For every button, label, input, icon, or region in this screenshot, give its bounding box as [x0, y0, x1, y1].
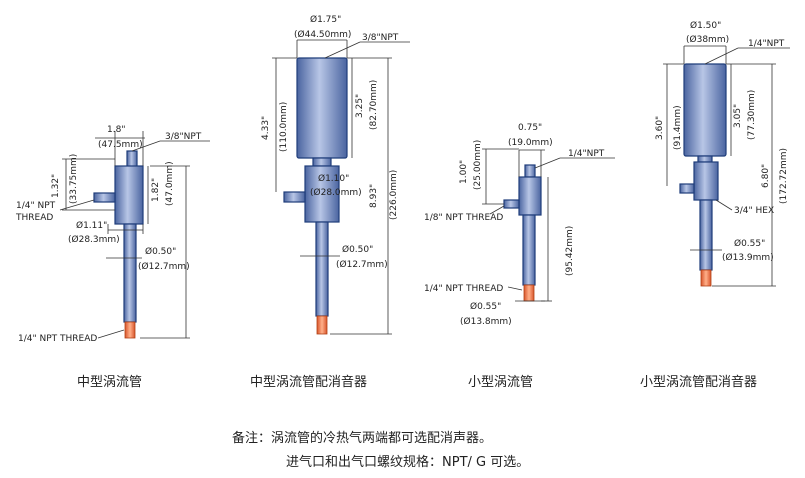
fig2-tube-dia-mm: (Ø12.7mm) [336, 259, 388, 270]
fig2-body-dia-mm: (Ø28.0mm) [310, 187, 362, 198]
fig2-h-total: 4.33" [261, 116, 271, 140]
muffler [296, 57, 348, 159]
fig1-tube-dia-mm: (Ø12.7mm) [138, 261, 190, 272]
fig1-body-dia-mm: (Ø28.3mm) [68, 234, 120, 245]
fig2-h-all-mm: (226.0mm) [389, 170, 399, 220]
note-line-1: 备注：涡流管的冷热气两端都可选配消声器。 [232, 430, 492, 446]
fig-medium-with-muffler: Ø1.75" (Ø44.50mm) 3/8"NPT 4.33" (110.0mm… [250, 14, 410, 390]
hot-outlet-port [524, 164, 536, 178]
fig1-h2: 1.82" [151, 178, 161, 202]
fig1-h2-mm: (47.0mm) [165, 161, 175, 206]
fig4-h-total-mm: (91.4mm) [673, 105, 683, 150]
side-inlet [679, 183, 695, 194]
fig-medium-vortex-tube: 1.8" (47.5mm) 3/8"NPT 1.32" (33.75mm) 1.… [15, 125, 210, 390]
fig2-body-dia: Ø1.10" [318, 173, 349, 184]
fig2-h-total-mm: (110.0mm) [279, 102, 289, 152]
fig-small-vortex-tube: 0.75" (19.0mm) 1/4"NPT 1.00" (25.00mm) 1… [424, 123, 615, 390]
fig1-port: 3/8"NPT [165, 132, 202, 142]
side-inlet [93, 192, 116, 203]
fig1-body-dia: Ø1.11" [76, 220, 107, 231]
cold-tube [123, 223, 137, 323]
fig2-top-dia: Ø1.75" [310, 14, 341, 25]
cold-tip [700, 269, 712, 287]
fig4-caption: 小型涡流管配消音器 [640, 374, 757, 390]
fig3-side-label: 1/8" NPT THREAD [424, 213, 503, 223]
fig4-top-dia-mm: (Ø38mm) [686, 34, 729, 45]
side-inlet [283, 191, 306, 203]
fig1-top-width: 1.8" [107, 125, 125, 135]
fig3-h1: 1.00" [459, 160, 469, 184]
fig1-h1-mm: (33.75mm) [69, 154, 79, 204]
note-line-2: 进气口和出气口螺纹规格：NPT/ G 可选。 [286, 454, 529, 470]
fig4-port: 1/4"NPT [748, 39, 785, 49]
side-inlet [503, 199, 520, 209]
fig3-top-width-mm: (19.0mm) [508, 138, 553, 148]
fig4-h-all-mm: (172.72mm) [779, 148, 789, 204]
hot-outlet-port [126, 150, 138, 168]
fig1-tube-dia: Ø0.50" [145, 246, 176, 257]
fig2-caption: 中型涡流管配消音器 [250, 374, 367, 390]
cold-tip [523, 284, 535, 302]
neck [697, 155, 713, 163]
fig-small-with-muffler: Ø1.50" (Ø38mm) 1/4"NPT 3.60" (91.4mm) 3.… [640, 20, 790, 390]
fig2-top-dia-mm: (Ø44.50mm) [294, 29, 351, 40]
fig3-h-tube: (95.42mm) [565, 226, 575, 276]
fig1-h1: 1.32" [51, 174, 61, 198]
fig3-tube-dia-mm: (Ø13.8mm) [460, 316, 512, 327]
cold-tube [522, 214, 536, 286]
fig3-caption: 小型涡流管 [468, 375, 533, 390]
fig2-h-muff-mm: (82.70mm) [369, 80, 379, 130]
cold-tube [699, 199, 713, 271]
fig4-h-muff: 3.05" [733, 104, 743, 128]
fig4-tube-dia: Ø0.55" [734, 238, 765, 249]
cold-tip [124, 321, 136, 339]
generator-body [518, 176, 542, 216]
fig4-h-total: 3.60" [655, 116, 665, 140]
fig4-h-all: 6.80" [761, 164, 771, 188]
fig3-tube-dia: Ø0.55" [470, 301, 501, 312]
fig3-port: 1/4"NPT [568, 149, 605, 159]
cold-tip [316, 315, 328, 335]
fig4-hex: 3/4" HEX [734, 206, 774, 216]
fig2-port: 3/8"NPT [362, 33, 399, 43]
fig1-side-label-2: THREAD [15, 213, 53, 223]
fig1-top-width-mm: (47.5mm) [98, 140, 143, 150]
fig3-top-width: 0.75" [518, 123, 542, 133]
generator-body [693, 161, 719, 201]
fig1-bottom-thread: 1/4" NPT THREAD [18, 334, 97, 344]
fig4-top-dia: Ø1.50" [690, 20, 721, 31]
fig3-h1-mm: (25.00mm) [473, 140, 483, 190]
fig4-tube-dia-mm: (Ø13.9mm) [722, 252, 774, 263]
fig1-caption: 中型涡流管 [77, 375, 142, 390]
fig2-h-all: 8.93" [369, 184, 379, 208]
neck [312, 157, 332, 167]
cold-tube [315, 221, 329, 317]
generator-body [114, 165, 144, 225]
fig2-tube-dia: Ø0.50" [342, 244, 373, 255]
fig2-h-muff: 3.25" [355, 94, 365, 118]
fig3-bottom-thread: 1/4" NPT THREAD [424, 284, 503, 294]
fig1-side-label: 1/4" NPT [16, 201, 56, 211]
fig4-h-muff-mm: (77.30mm) [747, 90, 757, 140]
muffler [683, 63, 727, 157]
